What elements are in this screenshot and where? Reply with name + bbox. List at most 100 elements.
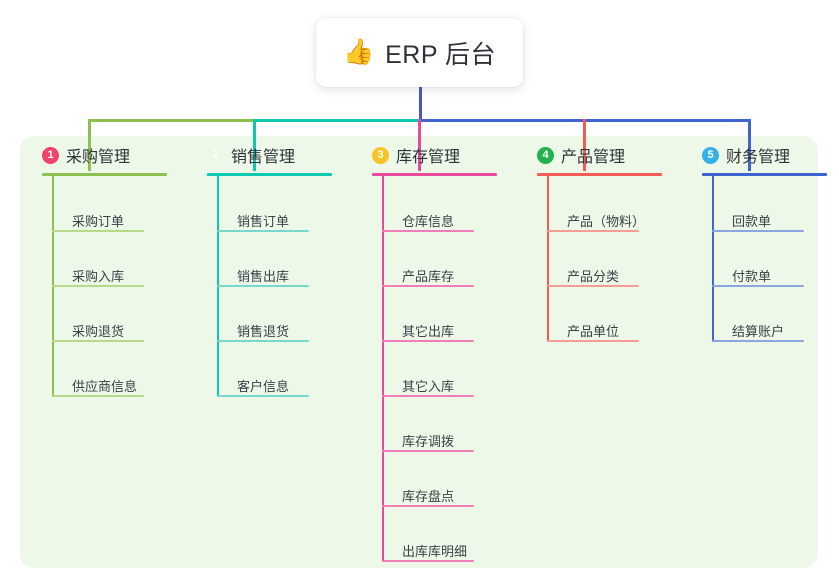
branch-item-label: 付款单 [732, 269, 772, 284]
branch-header-rule [702, 173, 827, 176]
branch-drop-line-2 [253, 119, 256, 171]
bus-segment-2 [253, 119, 421, 122]
bus-segment-1 [88, 119, 255, 122]
branch-item[interactable]: 客户信息 [217, 376, 309, 407]
diagram-background-panel [20, 136, 818, 568]
branch-column-2: 2 销售管理销售订单销售出库销售退货客户信息 [185, 143, 332, 397]
branch-header-4[interactable]: 4 产品管理 [515, 143, 625, 167]
branch-item-rule [52, 340, 144, 342]
branch-item-label: 产品库存 [402, 269, 455, 284]
branch-header-5[interactable]: 5 财务管理 [680, 143, 790, 167]
branch-item-rule [382, 395, 474, 397]
branch-item-rule [382, 230, 474, 232]
branch-item-rule [547, 285, 639, 287]
thumbs-up-icon: 👍 [342, 38, 375, 66]
branch-number-badge: 5 [702, 146, 719, 164]
branch-stem [547, 175, 549, 342]
branch-item[interactable]: 产品分类 [547, 266, 639, 297]
branch-item-rule [382, 560, 474, 562]
branch-item[interactable]: 产品单位 [547, 321, 639, 352]
branch-item[interactable]: 其它入库 [382, 376, 474, 407]
branch-item[interactable]: 库存盘点 [382, 486, 474, 517]
branch-drop-line-1 [88, 119, 91, 171]
branch-stem [712, 175, 714, 342]
branch-item-label: 销售退货 [237, 324, 290, 339]
branch-item-label: 采购退货 [72, 324, 125, 339]
branch-item-label: 客户信息 [237, 379, 290, 394]
branch-drop-line-5 [748, 119, 751, 171]
branch-item-rule [712, 285, 804, 287]
root-connector-line [419, 87, 422, 122]
branch-item[interactable]: 供应商信息 [52, 376, 144, 407]
branch-item[interactable]: 结算账户 [712, 321, 804, 352]
branch-number-badge: 4 [537, 146, 554, 164]
branch-item[interactable]: 产品（物料） [547, 211, 645, 242]
branch-item[interactable]: 采购订单 [52, 211, 144, 242]
branch-header-3[interactable]: 3 库存管理 [350, 143, 460, 167]
branch-item-label: 销售订单 [237, 214, 290, 229]
branch-item-rule [547, 230, 639, 232]
branch-item-label: 采购入库 [72, 269, 125, 284]
branch-number-badge: 3 [372, 146, 389, 164]
branch-item-rule [712, 340, 804, 342]
branch-item-rule [712, 230, 804, 232]
root-node-content: 👍 ERP 后台 [343, 35, 496, 71]
branch-item-rule [52, 395, 144, 397]
root-node-erp-backend[interactable]: 👍 ERP 后台 [316, 18, 523, 87]
branch-item-label: 采购订单 [72, 214, 125, 229]
branch-item-rule [382, 285, 474, 287]
branch-item-rule [382, 340, 474, 342]
branch-header-2[interactable]: 2 销售管理 [185, 143, 295, 167]
branch-item-label: 产品分类 [567, 269, 620, 284]
branch-item-label: 其它出库 [402, 324, 455, 339]
branch-item-rule [382, 450, 474, 452]
branch-item[interactable]: 回款单 [712, 211, 804, 242]
branch-item-label: 库存盘点 [402, 489, 455, 504]
branch-item-label: 结算账户 [732, 324, 785, 339]
branch-item-rule [217, 395, 309, 397]
branch-title-label: 财务管理 [726, 149, 791, 166]
branch-item[interactable]: 其它出库 [382, 321, 474, 352]
branch-title-label: 库存管理 [396, 149, 461, 166]
branch-number-badge: 1 [42, 146, 59, 164]
branch-item-rule [217, 230, 309, 232]
branch-item-label: 产品（物料） [567, 214, 646, 229]
branch-item-label: 出库库明细 [402, 544, 468, 559]
branch-number-badge: 2 [212, 148, 219, 161]
branch-item[interactable]: 出库库明细 [382, 541, 474, 572]
branch-item[interactable]: 库存调拨 [382, 431, 474, 462]
branch-item-rule [52, 285, 144, 287]
branch-item[interactable]: 采购入库 [52, 266, 144, 297]
branch-item-label: 销售出库 [237, 269, 290, 284]
branch-column-3: 3 库存管理仓库信息产品库存其它出库其它入库库存调拨库存盘点出库库明细 [350, 143, 497, 562]
branch-header-1[interactable]: 1 采购管理 [20, 143, 130, 167]
branch-column-5: 5 财务管理回款单付款单结算账户 [680, 143, 827, 342]
branch-header-rule [537, 173, 662, 176]
branch-item-rule [217, 340, 309, 342]
branch-item[interactable]: 付款单 [712, 266, 804, 297]
branch-item-label: 库存调拨 [402, 434, 455, 449]
branch-item[interactable]: 产品库存 [382, 266, 474, 297]
branch-item[interactable]: 采购退货 [52, 321, 144, 352]
branch-item[interactable]: 销售退货 [217, 321, 309, 352]
branch-stem [382, 175, 384, 562]
branch-title-label: 采购管理 [66, 149, 131, 166]
branch-header-rule [372, 173, 497, 176]
branch-drop-line-3 [418, 119, 421, 171]
branch-header-rule [207, 173, 332, 176]
branch-item[interactable]: 销售订单 [217, 211, 309, 242]
branch-item-label: 回款单 [732, 214, 772, 229]
branch-item-rule [547, 340, 639, 342]
branch-item[interactable]: 销售出库 [217, 266, 309, 297]
branch-title-label: 销售管理 [231, 149, 296, 166]
branch-item-label: 仓库信息 [402, 214, 455, 229]
branch-header-rule [42, 173, 167, 176]
branch-item-rule [52, 230, 144, 232]
branch-title-label: 产品管理 [561, 149, 626, 166]
branch-item[interactable]: 仓库信息 [382, 211, 474, 242]
branch-item-rule [382, 505, 474, 507]
branch-item-label: 其它入库 [402, 379, 455, 394]
branch-drop-line-4 [583, 119, 586, 171]
